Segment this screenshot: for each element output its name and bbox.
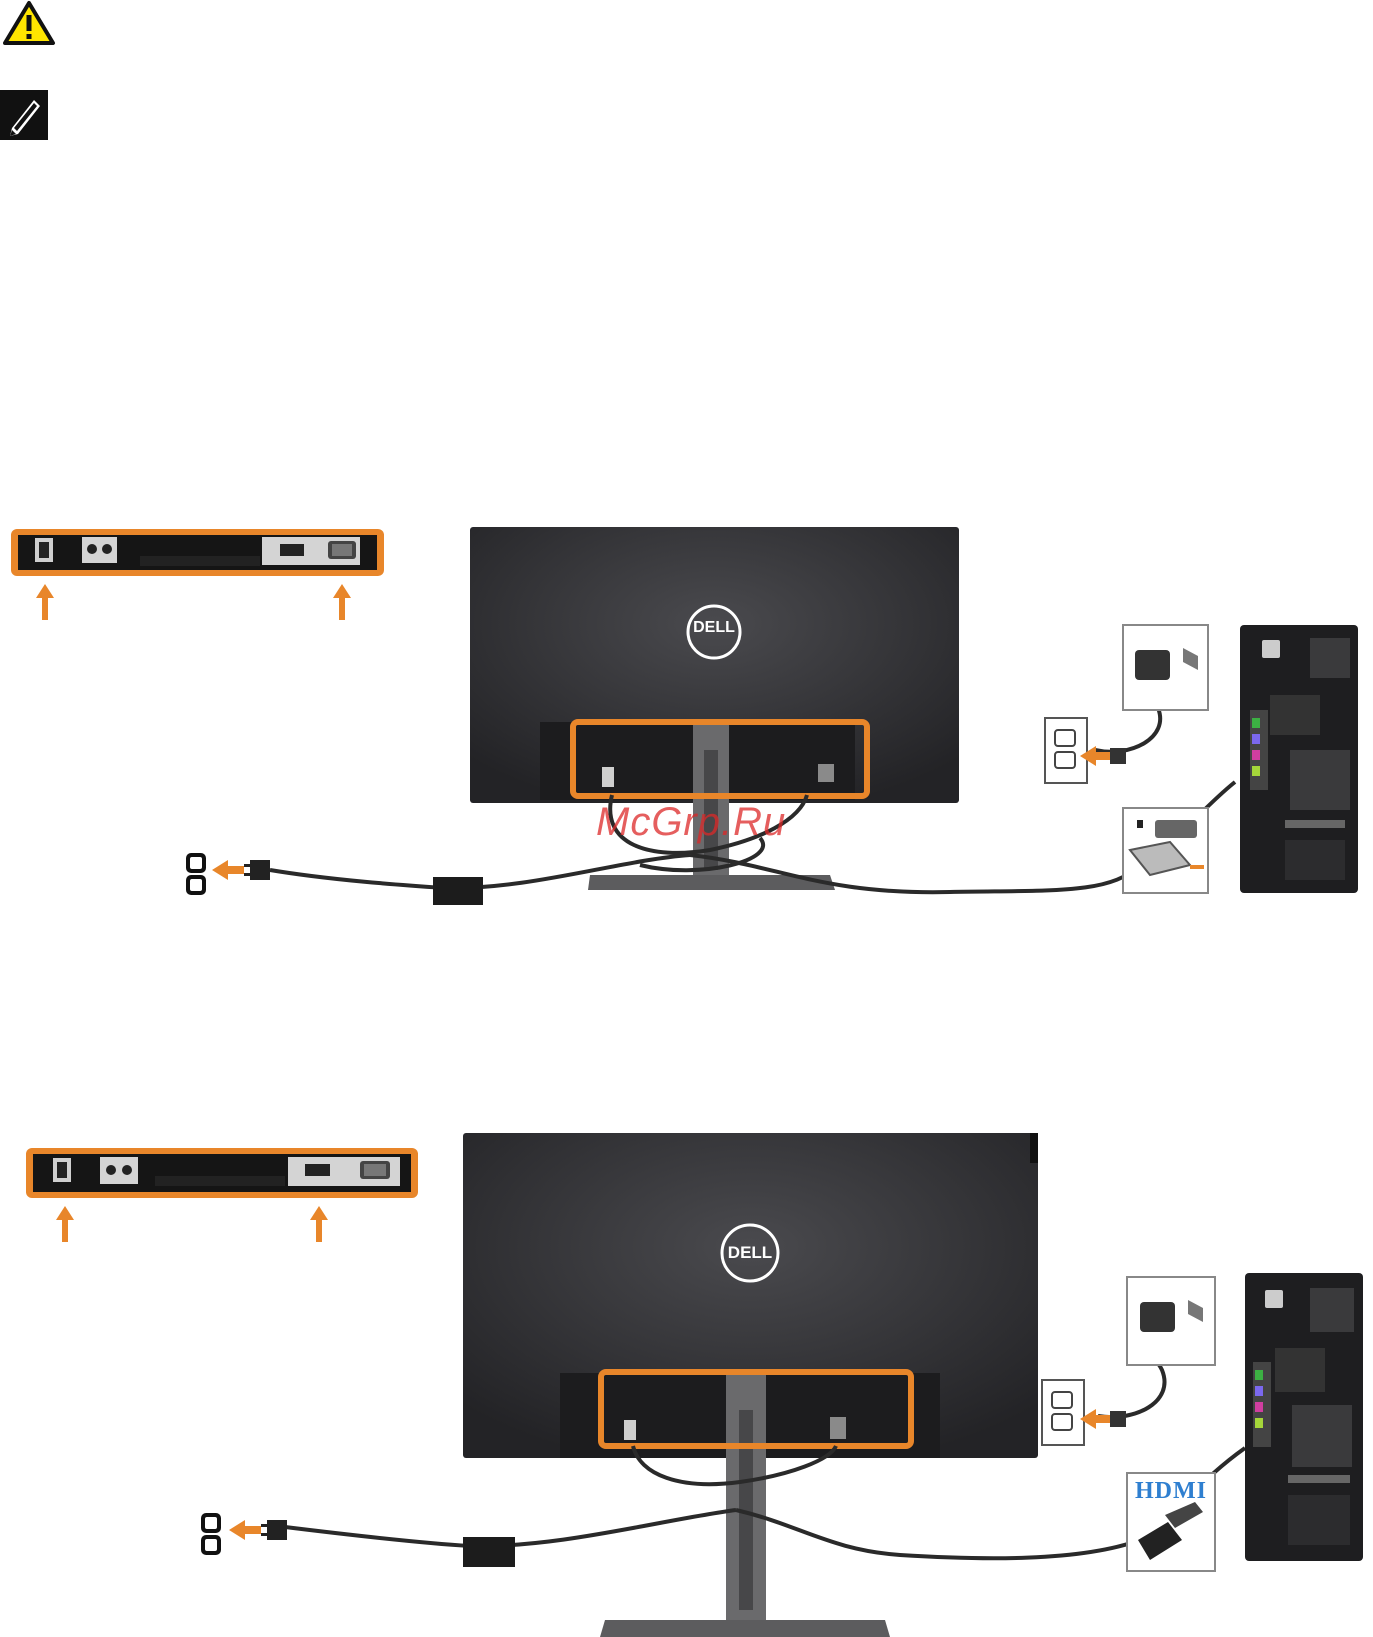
watermark-text: McGrp.Ru <box>596 800 786 845</box>
dell-logo-vga: DELL <box>688 619 740 637</box>
vga-connection-diagram <box>0 520 1373 960</box>
wall-outlet-right <box>1042 1380 1084 1445</box>
wall-outlet-icon <box>186 853 206 895</box>
up-arrow-icon <box>310 1206 328 1242</box>
power-connector-inset <box>1123 625 1208 710</box>
left-arrow-icon <box>229 1520 261 1540</box>
desktop-pc-tower-vga <box>1240 625 1358 893</box>
power-connector-inset <box>1127 1277 1215 1365</box>
caution-icon <box>2 0 56 46</box>
vga-connector-inset <box>1123 808 1208 893</box>
wall-outlet-right <box>1045 718 1087 783</box>
monitor-back-hdmi <box>463 1133 1038 1637</box>
power-adapter <box>433 877 483 905</box>
note-pencil-icon <box>0 90 48 140</box>
power-plug-left <box>261 1520 287 1540</box>
desktop-pc-tower-hdmi <box>1245 1273 1363 1561</box>
hdmi-connection-diagram <box>0 1130 1373 1637</box>
power-adapter <box>463 1537 515 1567</box>
hdmi-label: HDMI <box>1131 1478 1211 1505</box>
power-plug-right <box>1110 748 1126 764</box>
dell-logo-hdmi: DELL <box>723 1243 777 1263</box>
left-arrow-icon <box>212 860 244 880</box>
wall-outlet-icon <box>201 1513 221 1555</box>
port-panel-closeup-vga <box>11 529 384 576</box>
power-plug-right <box>1110 1411 1126 1427</box>
power-plug-left <box>244 860 270 880</box>
up-arrow-icon <box>56 1206 74 1242</box>
up-arrow-icon <box>36 584 54 620</box>
up-arrow-icon <box>333 584 351 620</box>
port-panel-closeup-hdmi <box>26 1148 418 1198</box>
